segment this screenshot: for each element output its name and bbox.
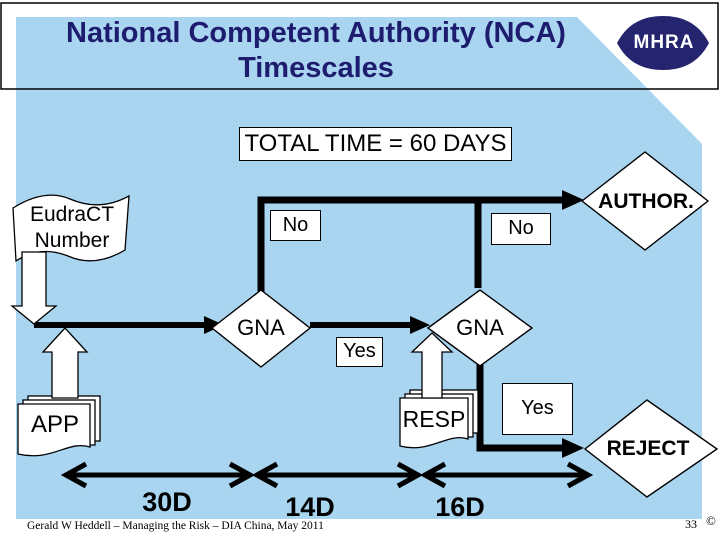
total-time-box: TOTAL TIME = 60 DAYS: [239, 127, 512, 161]
gna2-label: GNA: [456, 315, 504, 340]
mhra-logo-icon: [617, 16, 709, 70]
no-path-gna1-to-author: [257, 196, 566, 292]
no-label-2: No: [491, 213, 551, 245]
gna1-diamond: [210, 289, 312, 368]
slide-title-line1: National Competent Authority (NCA): [66, 17, 566, 49]
timeline-30d-left-head: [60, 461, 88, 489]
resp-up-block-arrow: [410, 332, 454, 399]
eudract-wave-shape: [12, 194, 130, 263]
app-label: APP: [30, 411, 80, 438]
author-diamond: [580, 151, 710, 251]
resp-doc-front: [399, 397, 469, 449]
slide-title-line2: Timescales: [238, 52, 394, 84]
yes-label-1: Yes: [336, 337, 383, 367]
yes-label-2: Yes: [502, 383, 573, 435]
app-doc-front: [17, 403, 91, 457]
timeline-30d-right-head: [228, 461, 256, 489]
timeline-label-30d: 30D: [142, 487, 192, 517]
arrowhead-author: [562, 190, 584, 210]
down-block-arrow: [10, 251, 58, 325]
timeline-label-14d: 14D: [285, 492, 335, 522]
timeline-16d-left-head: [419, 461, 447, 489]
yes-path-gna2-to-reject: [476, 360, 566, 452]
timeline-16d-right-head: [566, 461, 594, 489]
gna1-label: GNA: [237, 315, 285, 340]
arrowhead-reject: [562, 438, 584, 458]
arrowhead-gna2: [410, 316, 430, 334]
copyright-icon: ©: [706, 513, 716, 528]
app-up-block-arrow: [41, 327, 89, 399]
slide-title: National Competent Authority (NCA) Times…: [16, 16, 616, 86]
title-frame: [0, 2, 719, 90]
timeline-14d-left-head: [251, 461, 279, 489]
footer-credit: Gerald W Heddell – Managing the Risk – D…: [27, 520, 324, 532]
author-label: AUTHOR.: [598, 190, 694, 213]
eudract-label: EudraCT Number: [29, 203, 115, 252]
mhra-logo-text: MHRA: [633, 32, 695, 53]
gna2-diamond: [426, 289, 534, 367]
timeline-label-16d: 16D: [435, 492, 485, 522]
no-label-1: No: [270, 210, 321, 241]
timeline-arrows: [60, 461, 594, 489]
timeline-14d-right-head: [396, 461, 424, 489]
reject-label: REJECT: [606, 437, 690, 460]
reject-diamond: [583, 399, 719, 498]
resp-label: RESP: [402, 406, 466, 432]
arrowhead-gna1: [204, 316, 224, 334]
page-number: 33: [685, 517, 697, 531]
